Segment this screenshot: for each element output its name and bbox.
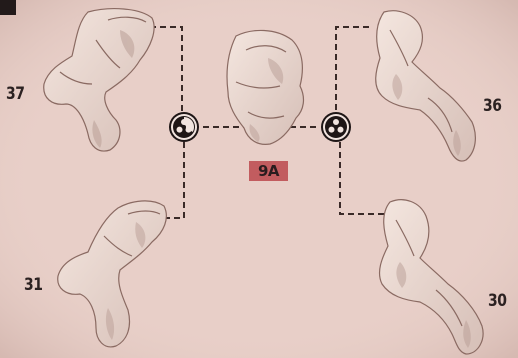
part-number-31: 31 (24, 275, 43, 295)
part-number-36: 36 (483, 96, 502, 116)
step-badge-label: 9A (249, 162, 288, 180)
step-badge: 9A (249, 161, 288, 181)
part-number-37: 37 (6, 84, 25, 104)
part-number-30: 30 (488, 291, 507, 311)
